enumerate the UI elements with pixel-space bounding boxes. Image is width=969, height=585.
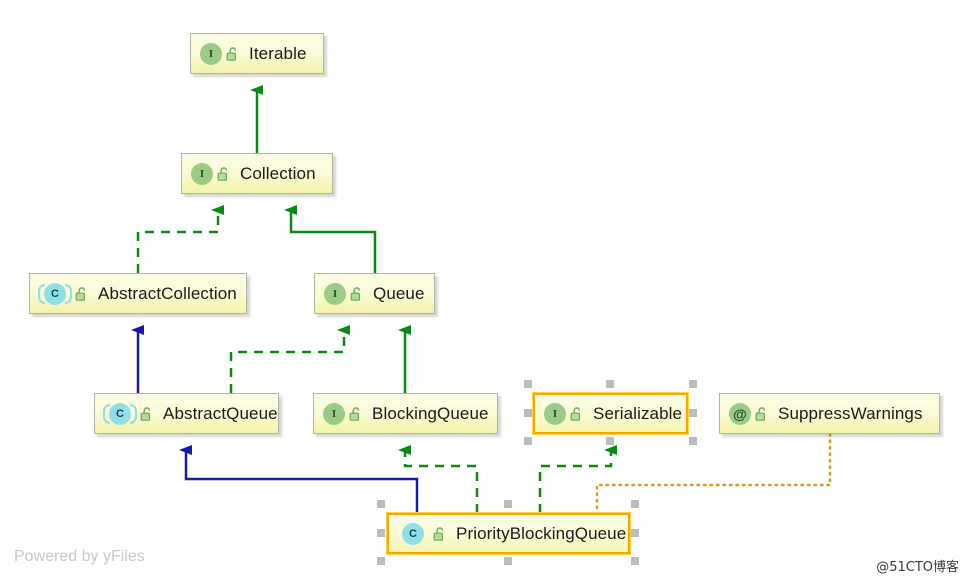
public-lock-icon [349,406,363,422]
interface-badge-icon: I [324,282,346,305]
selection-handle-sw[interactable] [524,437,532,445]
class-name-label: SuppressWarnings [778,403,923,423]
edge-pbq-abstractqueue [179,445,419,513]
selection-handle-s[interactable] [504,557,512,565]
class-node-collection[interactable]: I Collection [181,153,333,194]
public-lock-icon [217,166,231,182]
public-lock-icon [140,406,154,422]
public-lock-icon [433,526,447,542]
class-node-serializable[interactable]: I Serializable [532,392,689,435]
selection-handle-sw[interactable] [377,557,385,565]
public-lock-icon [226,46,240,62]
public-lock-icon [75,286,89,302]
selection-handle-w[interactable] [377,529,385,537]
abstract-class-badge-icon: C [103,402,137,425]
class-name-label: BlockingQueue [372,403,489,423]
class-node-abstractcollection[interactable]: C AbstractCollection [29,273,247,314]
edge-abstractcollection-collection [136,205,224,273]
selection-handle-nw[interactable] [377,500,385,508]
class-name-label: Serializable [593,403,683,423]
class-node-iterable[interactable]: I Iterable [190,33,324,74]
selection-handle-w[interactable] [524,409,532,417]
selection-handle-e[interactable] [631,529,639,537]
selection-handle-s[interactable] [606,437,614,445]
class-name-label: AbstractQueue [163,403,278,423]
public-lock-icon [570,406,584,422]
class-name-label: Collection [240,163,316,183]
annotation-badge-icon: @ [729,402,751,425]
edge-abstractqueue-queue [229,325,350,393]
class-node-abstractqueue[interactable]: C AbstractQueue [94,393,279,434]
yfiles-watermark: Powered by yFiles [14,548,145,565]
selection-handle-e[interactable] [689,409,697,417]
selection-handle-ne[interactable] [689,380,697,388]
class-badge-icon: C [402,522,424,545]
interface-badge-icon: I [200,42,222,65]
class-node-suppresswarnings[interactable]: @ SuppressWarnings [719,393,940,434]
edge-pbq-serializable [538,445,617,513]
abstract-class-badge-icon: C [38,282,72,305]
class-node-queue[interactable]: I Queue [314,273,435,314]
class-node-blockingqueue[interactable]: I BlockingQueue [313,393,498,434]
interface-badge-icon: I [544,402,566,425]
class-name-label: Iterable [249,43,307,63]
interface-badge-icon: I [191,162,213,185]
selection-handle-nw[interactable] [524,380,532,388]
edge-pbq-suppresswarnings [595,432,832,515]
selection-handle-se[interactable] [689,437,697,445]
edge-queue-collection [284,205,377,273]
interface-badge-icon: I [323,402,345,425]
selection-handle-n[interactable] [606,380,614,388]
class-name-label: AbstractCollection [98,283,237,303]
edge-pbq-blockingqueue [398,445,479,513]
class-node-priorityblockingqueue[interactable]: C PriorityBlockingQueue [386,512,631,555]
site-watermark: @51CTO博客 [876,560,959,575]
selection-handle-se[interactable] [631,557,639,565]
public-lock-icon [755,406,769,422]
selection-handle-n[interactable] [504,500,512,508]
public-lock-icon [350,286,364,302]
selection-handle-ne[interactable] [631,500,639,508]
class-name-label: Queue [373,283,425,303]
class-name-label: PriorityBlockingQueue [456,523,627,543]
